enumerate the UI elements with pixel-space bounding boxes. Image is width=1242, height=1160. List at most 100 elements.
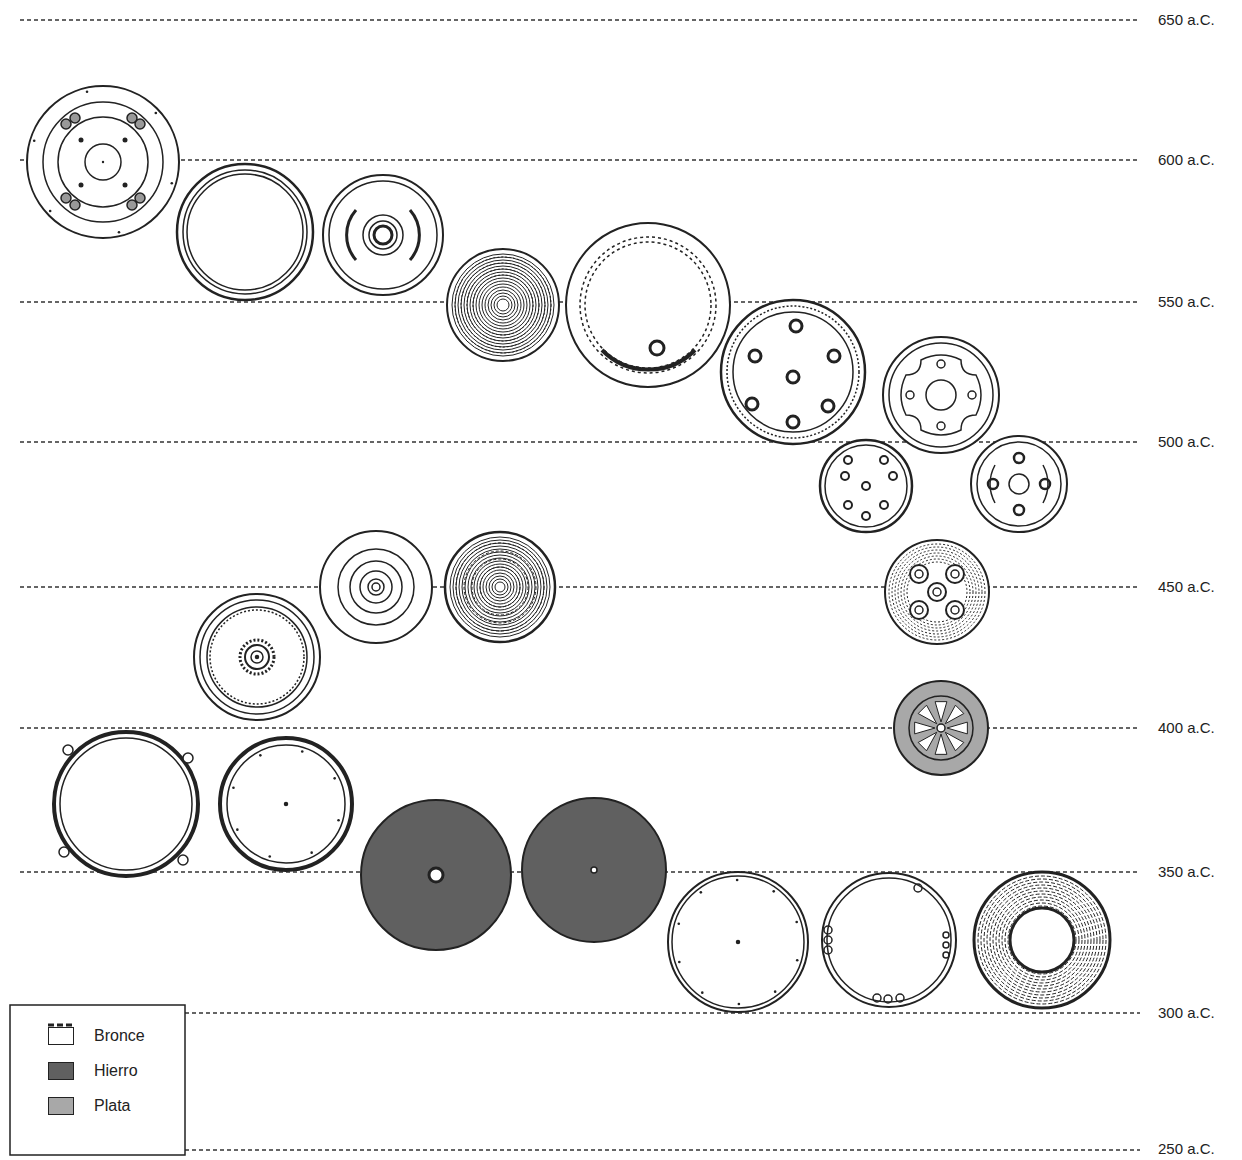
ring [476,278,530,332]
ring [990,888,1094,992]
rivet [33,139,36,142]
year-label: 650 a.C. [1156,11,1217,29]
spoke [945,732,964,751]
ring [473,275,533,335]
spoke [945,705,964,724]
rivet [301,750,304,753]
ring [461,263,545,347]
ring [465,552,535,622]
rivet [337,819,340,822]
legend-box [10,1005,185,1155]
ring [474,561,526,613]
rivet [170,182,173,185]
discs [27,86,1110,1012]
ring [450,537,550,637]
ring [901,556,973,628]
ring [453,540,547,634]
ring [1005,903,1079,977]
year-label: 550 a.C. [1156,293,1217,311]
ring [456,543,544,631]
ring [495,582,505,592]
rivet [678,961,681,964]
year-label: 350 a.C. [1156,863,1217,881]
rivet [236,828,239,831]
rivet [310,851,313,854]
rivet [701,991,704,994]
ring [984,882,1100,998]
ring [464,266,542,344]
ring [456,543,544,631]
rivet [49,210,52,213]
ring [461,263,545,347]
ring [486,573,514,601]
ring [458,260,548,350]
year-label: 450 a.C. [1156,578,1217,596]
ring [485,287,521,323]
ring [459,546,541,628]
spoke [918,732,937,751]
year-label: 600 a.C. [1156,151,1217,169]
spoke [935,702,947,722]
ring [494,296,512,314]
ring [467,269,539,341]
legend-swatch [48,1097,74,1115]
year-label: 500 a.C. [1156,433,1217,451]
ring [467,269,539,341]
rivet [259,754,262,757]
ring [464,551,536,623]
legend-swatch [48,1027,74,1045]
ring [452,254,554,356]
ring [491,293,515,317]
ring [455,257,551,353]
rivet [232,786,235,789]
ring [473,275,533,335]
ring [462,549,538,625]
ring [468,555,532,619]
ring [978,876,1106,1004]
ring [987,885,1097,995]
ring [993,891,1091,989]
ring [470,272,536,338]
ring [471,558,529,616]
rivet [677,922,680,925]
ring [488,290,518,320]
rivet [738,1003,741,1006]
spoke [947,722,967,734]
ring [455,257,551,353]
year-label: 300 a.C. [1156,1004,1217,1022]
ring [996,894,1088,986]
ring [492,579,508,595]
spoke [918,705,937,724]
legend-swatch [48,1062,74,1080]
ring [477,564,523,610]
ring [889,544,985,640]
ring [981,879,1103,1001]
ring [497,299,509,311]
ring [482,284,524,326]
ring [1002,900,1082,980]
ring [892,547,982,637]
rivet [772,890,775,893]
rivet [736,879,739,882]
legend-text: Hierro [94,1062,138,1080]
ring [480,567,520,607]
ring [898,553,976,631]
legend-text: Bronce [94,1027,145,1045]
ring [489,576,511,598]
rivet [796,959,799,962]
rivet [333,777,336,780]
ring [1008,906,1076,974]
ring [480,567,520,607]
ring [999,897,1085,983]
rivet [155,112,158,115]
rivet [268,855,271,858]
rivet [795,921,798,924]
ring [472,559,528,615]
ring [479,281,527,329]
rivet [700,891,703,894]
ring [895,550,979,634]
spoke [935,734,947,754]
year-lines [20,20,1140,1150]
year-label: 400 a.C. [1156,719,1217,737]
